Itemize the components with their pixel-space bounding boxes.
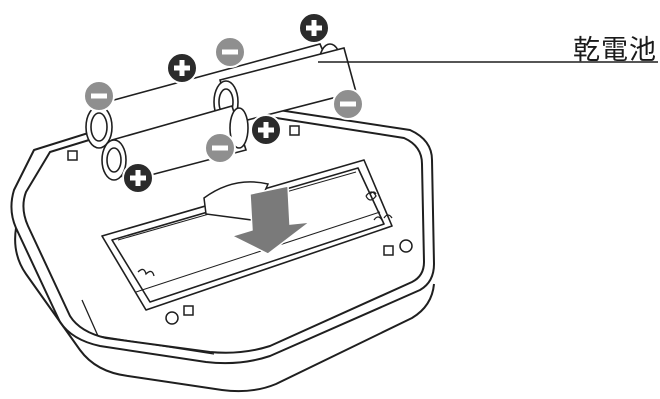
plus-icon (122, 162, 154, 194)
device-markers (67, 125, 413, 325)
batteries (85, 43, 357, 183)
plus-icon (250, 114, 282, 146)
insert-arrow (229, 185, 313, 255)
minus-icon (332, 88, 364, 120)
minus-icon (83, 80, 115, 112)
plus-icon (166, 52, 198, 84)
battery-bottom (101, 105, 249, 183)
spring-contacts (137, 191, 393, 277)
minus-icon (204, 132, 236, 164)
minus-icon (214, 36, 246, 68)
callout-label: 乾電池 (573, 35, 657, 66)
plus-icon (298, 12, 330, 44)
